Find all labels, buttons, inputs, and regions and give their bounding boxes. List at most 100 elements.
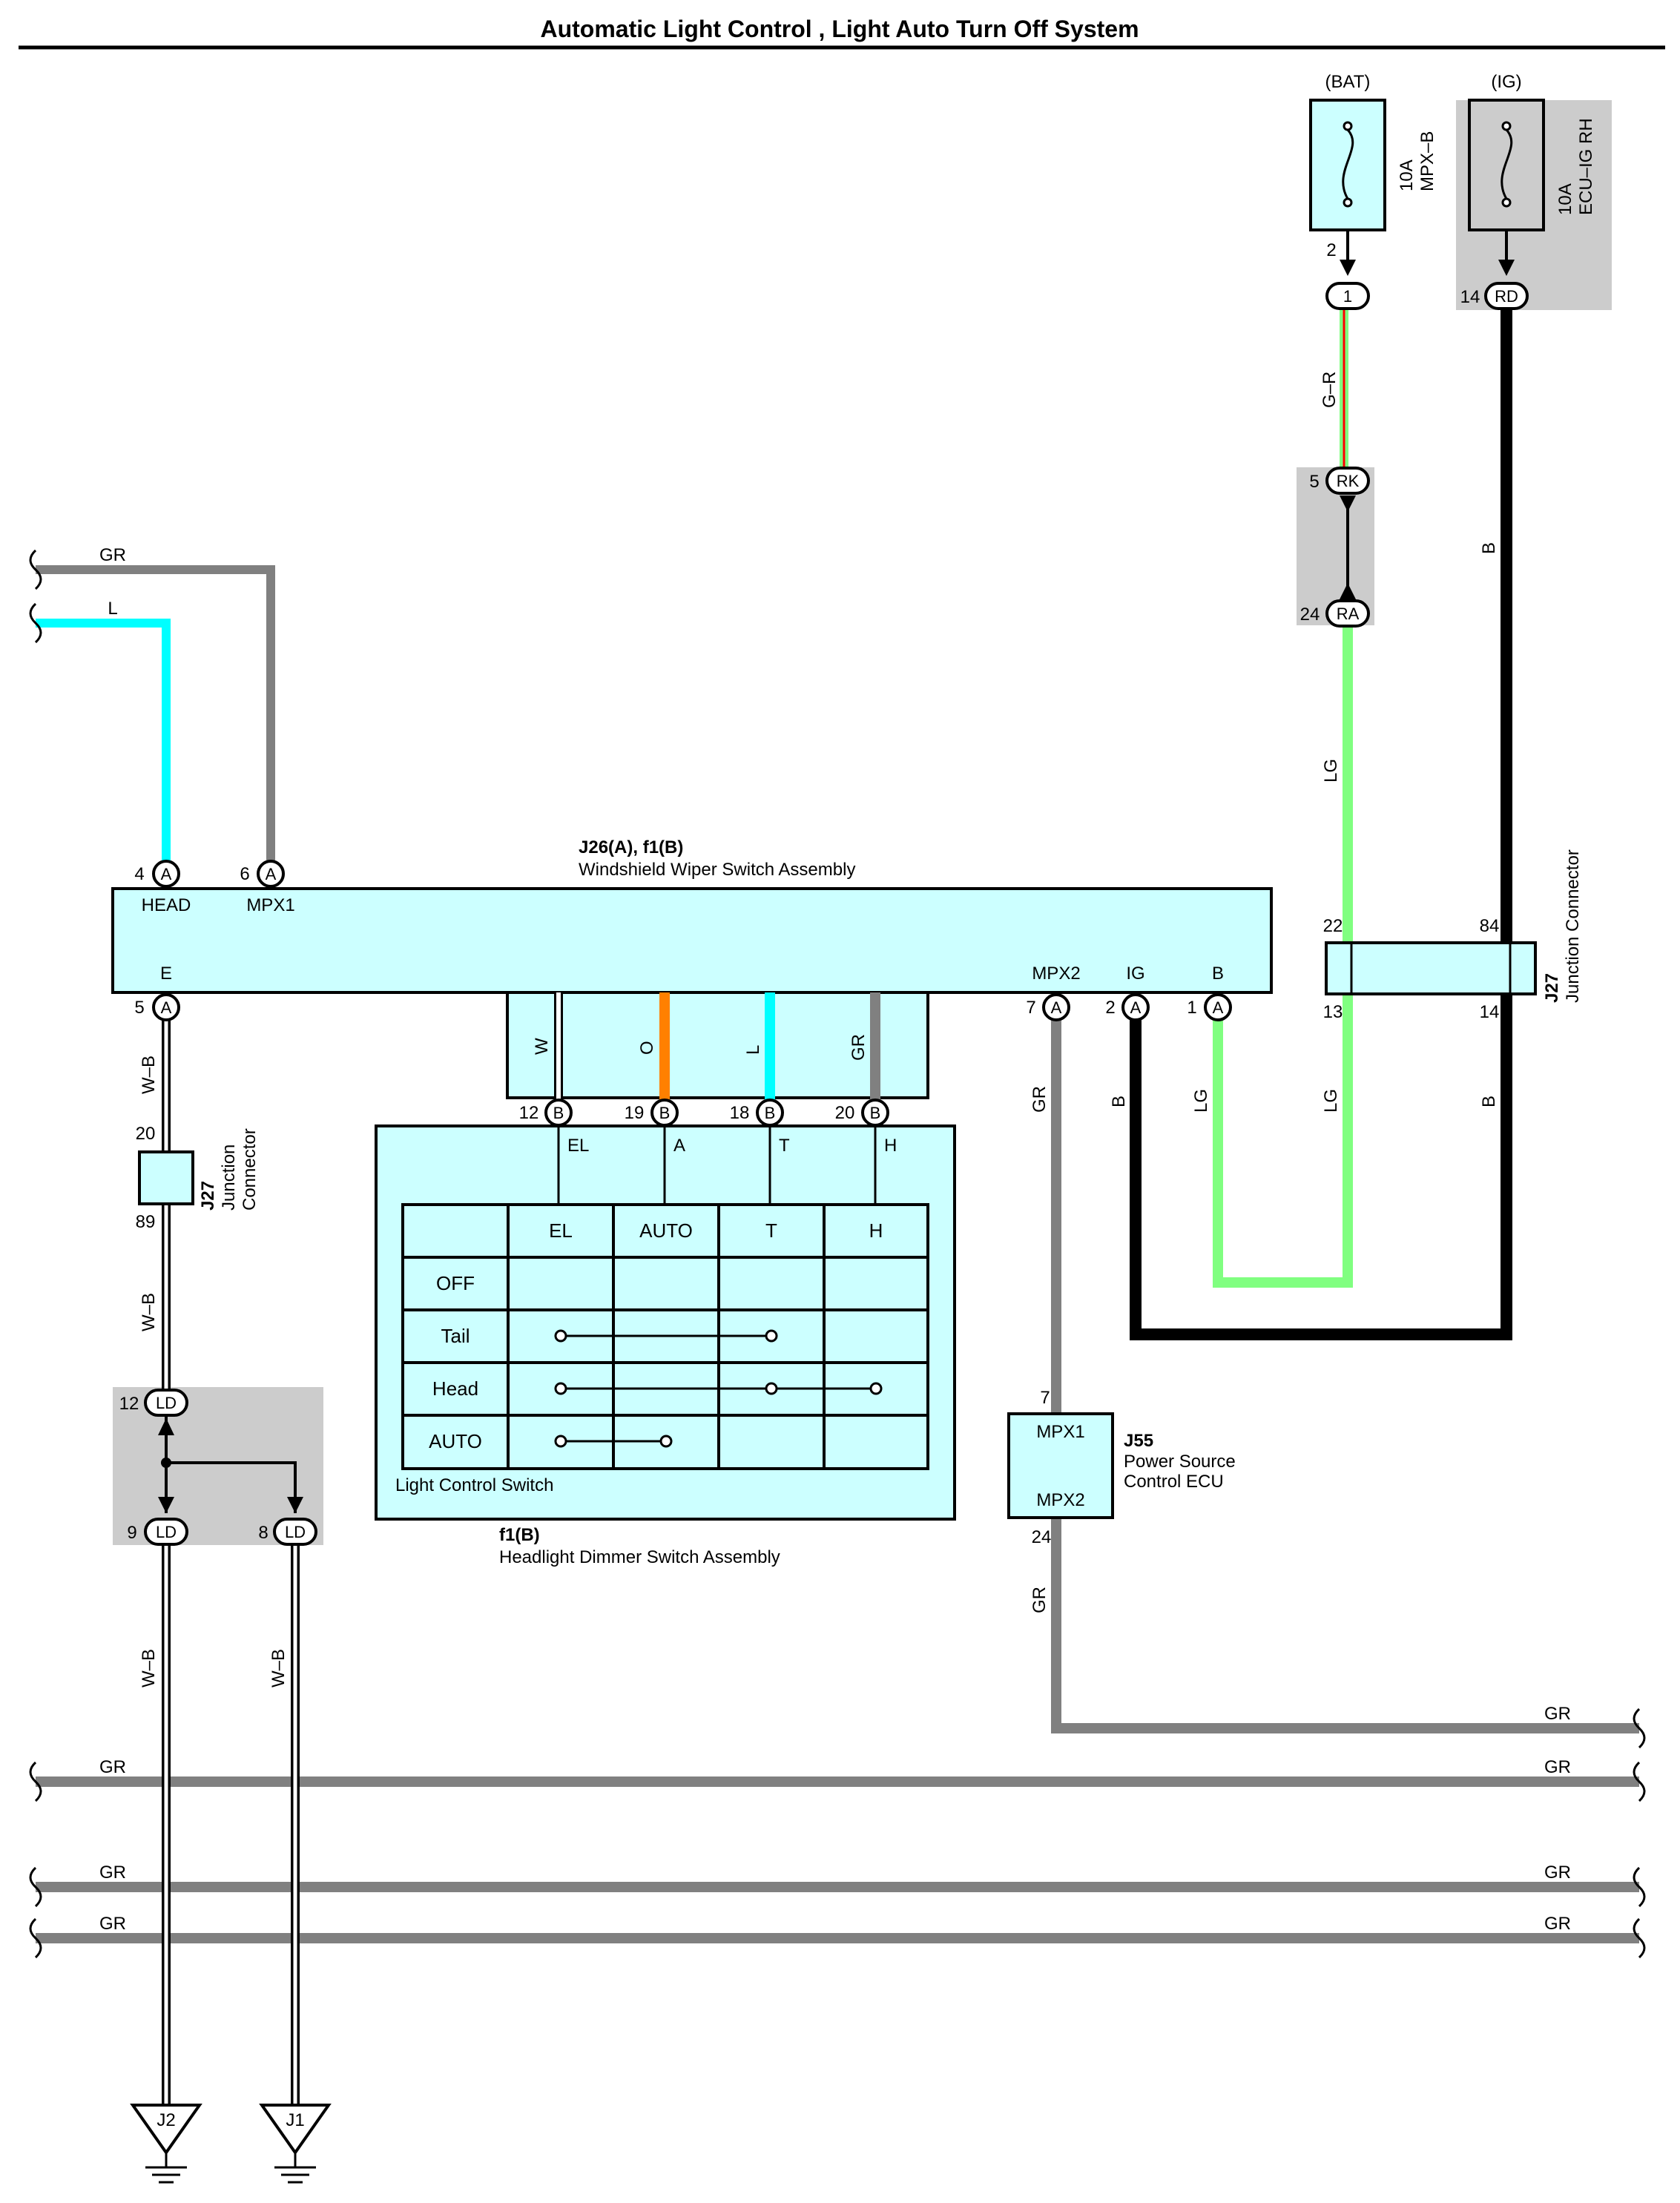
label-lg-mid: LG [1191,1089,1211,1113]
label-b-upper: B [1479,542,1499,554]
table-row-tail: Tail [441,1325,470,1347]
wiper-switch-subbox [506,991,929,1099]
continuity-tail [554,1329,778,1343]
dimmer-pin-18-num: 18 [730,1103,750,1123]
fuse-bat-name: MPX–B [1417,131,1437,191]
table-col-t: T [765,1219,777,1242]
label-lg-upper: LG [1321,759,1341,783]
pin-bat-1: 1 [1325,282,1370,310]
dimmer-pin-19-num: 19 [625,1103,645,1123]
wiper-pin-5-conn: A [161,998,172,1017]
label-gr-bus-3-right: GR [1544,1914,1571,1934]
junction-ld-12-label: LD [156,1394,177,1412]
ground-j1: J1 [259,2104,332,2184]
dimmer-switch-name: Headlight Dimmer Switch Assembly [499,1547,780,1567]
fuse-mpx-b: (BAT) 2 10A MPX–B [1309,72,1437,276]
j27-right-body [1325,941,1537,995]
dimmer-pin-18-conn: B [765,1104,776,1122]
pin-ig-rd: RD 14 [1460,282,1529,310]
junction-rk-pin: 5 [1309,472,1319,492]
dimmer-pin-20-conn: B [870,1104,881,1122]
continuity-head [554,1382,883,1395]
j27-right-pin-84: 84 [1480,916,1500,936]
sub-wire-l-label: L [743,1045,763,1055]
junction-ld-8-pin: 8 [258,1523,268,1543]
label-gr-bus-2-right: GR [1544,1863,1571,1883]
wiper-pin-mpx1-label: MPX1 [246,895,294,915]
splice-ld-branch [166,1461,297,1513]
label-b-right-lower: B [1479,1096,1499,1107]
table-col-auto: AUTO [639,1219,693,1242]
junction-ra-label: RA [1337,605,1360,623]
dimmer-pin-12: B 12 [519,1099,573,1127]
wiper-pin-2-conn: A [1130,998,1142,1017]
label-l-top: L [108,599,117,619]
dimmer-switch-code: f1(B) [499,1525,540,1545]
wiper-switch-code: J26(A), f1(B) [579,837,683,857]
j27-right-pin-13: 13 [1323,1002,1343,1022]
label-gr-bus-1-left: GR [99,1757,126,1777]
wiper-switch-name: Windshield Wiper Switch Assembly [579,860,855,880]
wiper-pin-head-label: HEAD [142,895,191,915]
junction-ld-8: LD 8 [258,1518,317,1546]
junction-rk: RK 5 [1309,467,1370,495]
arrow-ld9-down [158,1497,174,1513]
j27-right-pin-22: 22 [1323,916,1343,936]
junction-ld-9-pin: 9 [127,1523,136,1543]
sub-wire-w-label: W [532,1038,552,1055]
wiper-pin-1-conn: A [1213,998,1224,1017]
wiper-pin-1: A 1 [1187,993,1232,1021]
label-gr-top: GR [99,545,126,565]
label-gr-bus-1-right: GR [1544,1757,1571,1777]
junction-ld-8-label: LD [285,1523,306,1541]
wiper-pin-2: A 2 [1105,993,1150,1021]
dimmer-pin-12-conn: B [553,1104,564,1122]
j27-right-name: Junction Connector [1563,849,1583,1003]
j27-left-pin-89: 89 [136,1212,156,1232]
label-gr-ecu-out: GR [1030,1587,1050,1613]
dimmer-lead-h-label: H [884,1136,897,1156]
table-row-auto: AUTO [429,1430,482,1452]
fuse-ig-rating: 10A [1555,183,1575,215]
label-gr-bus-3-left: GR [99,1914,126,1934]
j27-left-body [138,1150,194,1205]
label-b-mid: B [1109,1096,1129,1107]
wiper-pin-6-conn: A [266,865,277,883]
wiper-pin-2-num: 2 [1105,998,1115,1018]
pin-ig-rd-num: 14 [1460,287,1480,307]
arrow-ra-up [1340,583,1356,599]
ecu-mpx1-label: MPX1 [1036,1422,1084,1442]
fuse-bat-source: (BAT) [1325,72,1371,92]
wiper-pin-e-label: E [160,964,172,984]
ground-j2-label: J2 [157,2110,175,2130]
dimmer-pin-12-num: 12 [519,1103,539,1123]
wire-b-loop [1130,994,1512,1340]
j27-right-pin-14: 14 [1480,1002,1500,1022]
wiper-pin-b-label: B [1212,964,1224,984]
ground-j2: J2 [130,2104,202,2184]
break-marks [29,549,1646,1959]
arrow-rk-down [1340,495,1356,512]
table-row-off: OFF [436,1272,475,1294]
junction-ra: RA 24 [1300,599,1370,628]
wiper-pin-mpx2-label: MPX2 [1032,964,1080,984]
label-g-r: G–R [1320,372,1340,408]
junction-ra-pin: 24 [1300,605,1320,625]
sub-wire-o-label: O [637,1041,657,1055]
fuse-bat-pin: 2 [1326,240,1336,260]
wiper-pin-4-num: 4 [134,864,144,884]
arrow-ld8-down [287,1497,303,1513]
dimmer-lead-el-label: EL [567,1136,589,1156]
ecu-pin-24: 24 [1032,1527,1052,1547]
wiper-pin-7: A 7 [1026,993,1070,1021]
continuity-auto [554,1435,673,1448]
fuse-ig-name: ECU–IG RH [1576,118,1596,215]
j27-left-code: J27 [198,1181,218,1211]
light-control-switch-label: Light Control Switch [395,1475,553,1495]
wire-l-top-left [36,619,171,874]
diagram-title: Automatic Light Control , Light Auto Tur… [540,16,1139,42]
junction-ld-9-label: LD [156,1523,177,1541]
dimmer-lead-a-label: A [673,1136,685,1156]
dimmer-pin-19-conn: B [659,1104,671,1122]
